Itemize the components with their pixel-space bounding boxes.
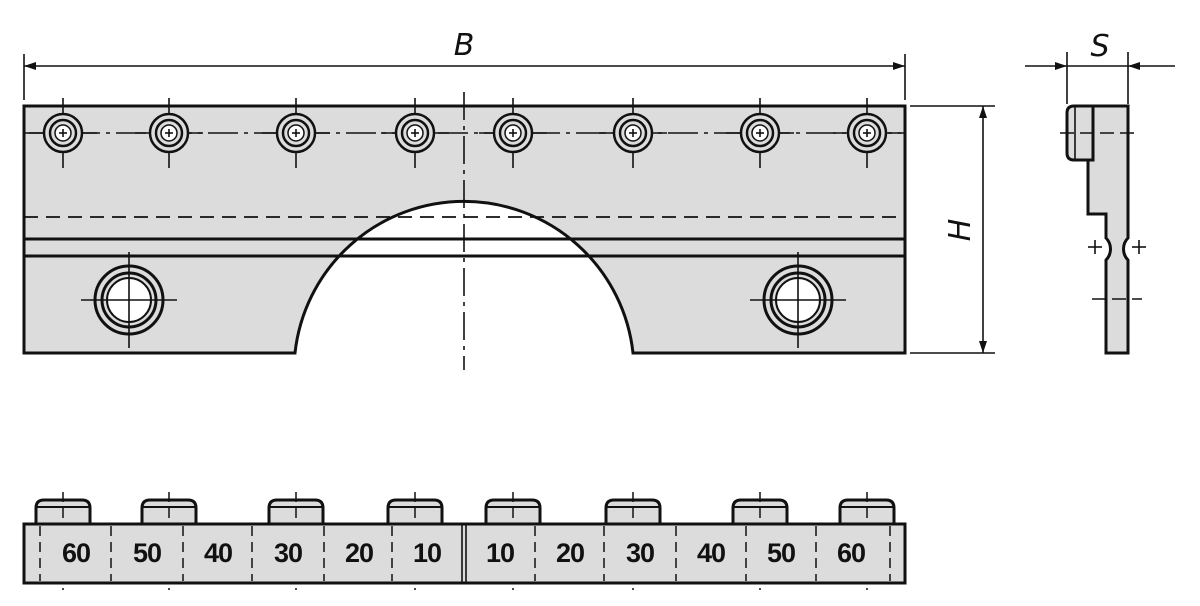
thickness-label: S <box>1090 29 1109 64</box>
scale-label: 60 <box>837 538 865 568</box>
scale-label: 40 <box>204 538 232 568</box>
scale-label: 60 <box>62 538 90 568</box>
scale-label: 20 <box>345 538 373 568</box>
scale-label: 30 <box>274 538 302 568</box>
width-dimension: B <box>23 28 906 100</box>
front-view <box>22 92 907 370</box>
top-view: 60 50 40 30 20 10 10 20 30 40 50 60 <box>22 492 907 590</box>
top-screw-head <box>731 492 789 590</box>
screw-hole <box>479 98 547 168</box>
screw-hole <box>29 98 97 168</box>
screw-hole <box>262 98 330 168</box>
screw-hole <box>599 98 667 168</box>
top-screw-head <box>484 492 542 590</box>
screw-hole <box>833 98 901 168</box>
height-label: H <box>943 219 978 242</box>
scale-label: 50 <box>133 538 161 568</box>
screw-hole <box>135 98 203 168</box>
scale-label: 40 <box>697 538 725 568</box>
screw-hole <box>381 98 449 168</box>
scale-ticks <box>39 526 891 581</box>
thickness-dimension: S <box>1025 29 1175 104</box>
scale-labels: 60 50 40 30 20 10 10 20 30 40 50 60 <box>62 538 866 568</box>
side-view-outline <box>1086 104 1130 355</box>
mounting-hole <box>81 252 177 348</box>
mounting-holes <box>81 252 846 348</box>
scale-label: 10 <box>486 538 514 568</box>
scale-label: 10 <box>413 538 441 568</box>
mounting-hole <box>750 252 846 348</box>
screw-hole <box>726 98 794 168</box>
height-dimension: H <box>910 105 995 354</box>
top-screw-heads <box>34 492 896 590</box>
scale-label: 30 <box>626 538 654 568</box>
width-label: B <box>454 28 475 63</box>
scale-bar <box>22 522 907 585</box>
screw-holes <box>29 98 901 168</box>
scale-label: 50 <box>767 538 795 568</box>
scale-label: 20 <box>556 538 584 568</box>
side-plus-marks <box>1088 240 1146 254</box>
front-view-outline <box>22 104 907 355</box>
side-view <box>1060 104 1146 355</box>
